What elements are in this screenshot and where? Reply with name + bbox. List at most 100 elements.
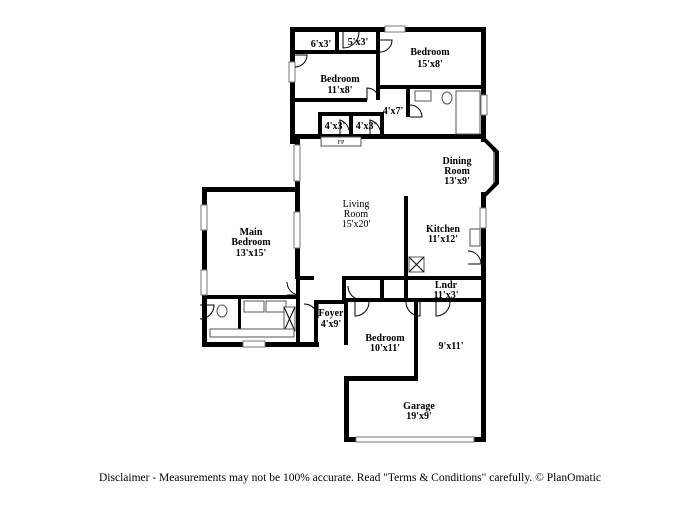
main-bath-sink-2 — [265, 300, 287, 313]
bath-tub — [455, 90, 481, 135]
window-living-1 — [293, 144, 301, 182]
laundry-size: 11'x3' — [433, 290, 458, 301]
wall-main-bath-east — [296, 279, 300, 342]
fireplace-label: FP — [338, 140, 345, 146]
door-bedroom-ne — [379, 39, 393, 53]
main-bath-toilet — [216, 304, 228, 318]
fixtures: FP — [209, 90, 481, 338]
main-bath-counter — [209, 328, 295, 338]
door-laundry — [435, 301, 451, 317]
windows — [200, 25, 488, 348]
wall-foyer-top — [300, 276, 314, 280]
window-main-1 — [200, 204, 208, 231]
dining-bay-window — [482, 137, 499, 198]
door-closet-a — [294, 54, 308, 68]
bedroom-nw-name: Bedroom — [320, 74, 360, 85]
door-closet-b — [342, 31, 360, 49]
bath-sink — [414, 90, 432, 102]
door-closet-d — [369, 119, 381, 134]
main-bedroom-name-2: Bedroom — [231, 237, 271, 248]
wall-laundry-bottom — [404, 298, 481, 302]
window-main-2 — [200, 269, 208, 296]
wall-garage-east — [481, 302, 486, 441]
bedroom-nw-size: 11'x8' — [327, 85, 352, 96]
kitchen-size: 11'x12' — [428, 234, 458, 245]
room-labels: 6'x3' 5'x3' Bedroom 15'x8' Bedroom 11'x8… — [231, 37, 471, 422]
wall-kitchen-east — [481, 192, 486, 310]
wall-bath-top — [380, 85, 481, 89]
wall-foyer-east-upper — [342, 280, 346, 300]
kitchen-sink — [469, 228, 481, 247]
door-bath — [409, 104, 423, 118]
wall-closet-c-west — [318, 112, 322, 138]
door-bedroom-s-closet — [347, 285, 363, 301]
living-name-1: Living — [343, 199, 370, 210]
window-main-bath — [242, 340, 266, 348]
wall-closet-divider — [335, 32, 339, 54]
bedroom-ne-name: Bedroom — [410, 47, 450, 58]
main-bedroom-name-1: Main — [240, 227, 263, 238]
dining-name-1: Dining — [443, 156, 472, 167]
garage-size: 19'x9' — [406, 411, 432, 422]
laundry-name: Lndr — [435, 280, 458, 291]
door-storage — [405, 301, 421, 317]
closet-c-size: 4'x3' — [325, 121, 346, 132]
closet-a-size: 6'x3' — [311, 39, 332, 50]
wall-garage-bottom-left — [344, 437, 356, 442]
closet-b-size: 5'x3' — [348, 37, 369, 48]
window-bedroom-nw — [288, 61, 296, 83]
wall-garage-bottom-right — [474, 437, 486, 442]
door-kitchen-side — [467, 250, 482, 265]
wall-bedroom-s-top — [346, 298, 404, 302]
wall-bay-connector — [481, 134, 486, 142]
wall-bedroom-s-bottom — [344, 376, 418, 381]
wall-bedroom-divider — [376, 32, 380, 100]
window-bedroom-ne — [384, 25, 406, 33]
wall-living-west — [295, 139, 300, 279]
door-closet-c — [339, 119, 350, 134]
garage-name: Garage — [403, 401, 435, 412]
wall-closet-d-east — [380, 112, 384, 138]
door-bedroom-nw — [366, 87, 380, 101]
bedroom-s-name: Bedroom — [365, 333, 405, 344]
wall-north-east — [481, 27, 486, 139]
wall-bedroom-nw-bottom — [295, 98, 367, 102]
wall-foyer-top-2 — [314, 300, 344, 304]
bedroom-s-size: 10'x11' — [370, 343, 400, 354]
wall-living-bottom — [342, 276, 481, 280]
dining-name-2: Room — [444, 166, 470, 177]
wall-main-top — [202, 187, 300, 192]
wall-main-west — [202, 187, 207, 347]
wall-laundry-west — [404, 280, 408, 302]
living-name-2: Room — [344, 209, 369, 220]
wall-main-bath-top — [207, 295, 300, 299]
bath-toilet — [441, 91, 453, 105]
wall-closet-s — [380, 280, 384, 302]
hall-size: 4'x7' — [383, 106, 404, 117]
window-bath — [480, 94, 488, 116]
wall-kitchen-island — [404, 196, 408, 280]
wall-closet-divider-2 — [349, 112, 353, 138]
garage-door — [355, 436, 475, 443]
kitchen-name: Kitchen — [426, 224, 460, 235]
window-living-2 — [293, 211, 301, 249]
wall-north-bottom — [295, 134, 486, 139]
closet-d-size: 4'x3' — [356, 121, 377, 132]
storage-size: 9'x11' — [438, 341, 463, 352]
window-kitchen — [479, 207, 487, 229]
main-bath-sink-1 — [243, 300, 265, 313]
disclaimer-text: Disclaimer - Measurements may not be 100… — [99, 472, 601, 484]
door-foyer-entry — [303, 303, 319, 319]
wall-foyer-west — [314, 304, 318, 344]
door-bedroom-s — [354, 301, 370, 317]
living-size: 15'x20' — [342, 219, 371, 230]
wall-bedroom-s-east — [414, 302, 418, 381]
wall-bath-west — [406, 89, 410, 117]
foyer-name: Foyer — [319, 308, 345, 319]
foyer-size: 4'x9' — [321, 319, 342, 330]
door-main-closet — [199, 304, 215, 320]
wall-north-west — [290, 27, 295, 144]
wall-foyer-east — [344, 300, 348, 345]
